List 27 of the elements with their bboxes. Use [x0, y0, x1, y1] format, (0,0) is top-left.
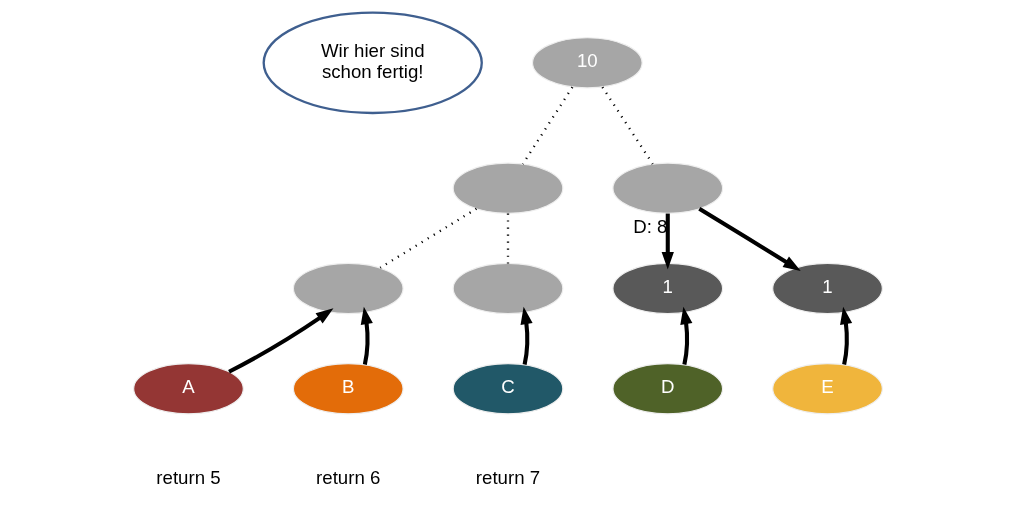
arrow: [680, 306, 693, 365]
node-ellipse: [292, 262, 404, 315]
arrow: [661, 213, 674, 270]
node-label: return 5: [156, 466, 221, 488]
node-ellipse: D: [612, 363, 724, 415]
arrow: [228, 308, 334, 374]
node-ellipse: [452, 262, 564, 315]
connector: [379, 207, 478, 269]
connector: [521, 86, 574, 165]
node-ellipse: 1: [772, 262, 883, 315]
node-ellipse: E: [772, 363, 883, 415]
node-ellipse: C: [452, 363, 564, 415]
arrow: [840, 306, 853, 365]
edge-label: D: 8: [633, 215, 668, 237]
node-ellipse: B: [292, 363, 404, 415]
node-ellipse: [452, 162, 564, 214]
node-ellipse: A: [133, 363, 244, 415]
arrow: [520, 306, 533, 365]
node-ellipse: 10: [531, 37, 643, 89]
node-label: return 6: [316, 466, 381, 488]
arrow: [698, 207, 801, 271]
node-ellipse: [612, 162, 724, 214]
node-label: return 7: [475, 466, 541, 488]
node-ellipse: 1: [612, 262, 724, 315]
arrow: [360, 306, 373, 365]
node-ellipse: Wir hier sind schon fertig!: [262, 11, 483, 115]
connector: [601, 86, 654, 165]
